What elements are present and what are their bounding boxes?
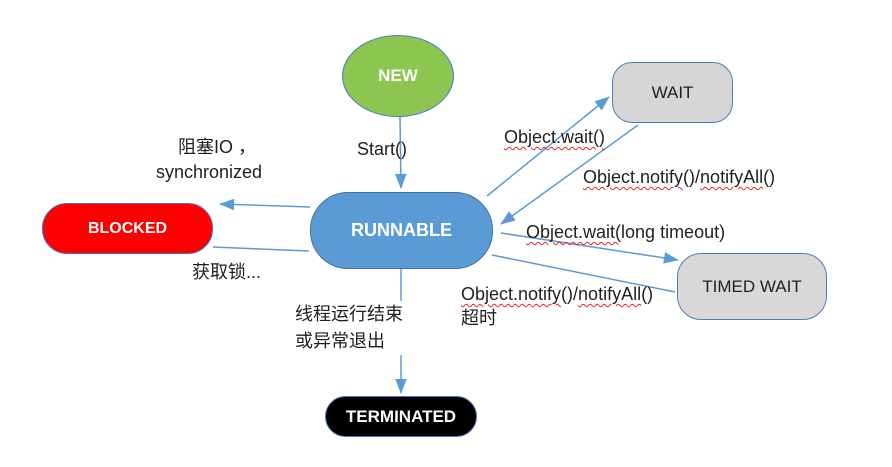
edge-label-wait-long-timeout: Object.wait(long timeout) [526,221,725,243]
waittimeout-part2: long timeout) [621,222,726,242]
edge-blocked-to-runnable [212,246,310,252]
edge-label-object-wait: Object.wait() [504,126,605,148]
state-node-terminated: TERMINATED [325,396,477,437]
state-node-blocked: BLOCKED [42,203,213,254]
notify2-part4: () [641,284,654,304]
edge-label-notify-from-timed-wait: Object.notify()/notifyAll() [461,283,653,305]
notify2-part2: ()/ [561,284,579,304]
edge-label-synchronized: synchronized [156,162,263,182]
state-node-wait: WAIT [612,62,733,123]
edge-label-thread-end-line1: 线程运行结束 [295,304,403,324]
edge-label-thread-end-line2: 或异常退出 [295,331,385,351]
edge-label-start: Start() [357,139,408,159]
state-label-timed-wait: TIMED WAIT [702,276,802,296]
notify1-part1: Object.notify [583,167,684,187]
state-label-blocked: BLOCKED [87,219,168,237]
state-node-new: NEW [342,35,454,117]
state-label-new: NEW [378,66,418,85]
notify1-part3: notifyAll [700,167,764,187]
edge-label-thread-end: 线程运行结束 或异常退出 [295,301,406,355]
edge-label-timeout: 超时 [461,308,497,328]
edge-label-object-wait-text: Object.wait() [504,127,606,147]
notify2-part3: notifyAll [578,284,642,304]
edge-label-blocking-io: 阻塞IO ， [178,137,257,157]
waittimeout-part1: Object.wait( [526,222,622,242]
edge-runnable-to-blocked [219,198,311,211]
state-label-wait: WAIT [651,82,694,102]
notify1-part2: ()/ [683,167,701,187]
notify1-part4: () [763,167,776,187]
notify2-part1: Object.notify [461,284,562,304]
state-node-timed-wait: TIMED WAIT [677,253,827,320]
edge-label-acquire-lock: 获取锁... [192,262,262,282]
state-node-runnable: RUNNABLE [310,192,493,269]
edge-label-notify-from-wait: Object.notify()/notifyAll() [583,166,775,188]
state-label-terminated: TERMINATED [345,406,457,426]
state-label-runnable: RUNNABLE [351,220,452,240]
